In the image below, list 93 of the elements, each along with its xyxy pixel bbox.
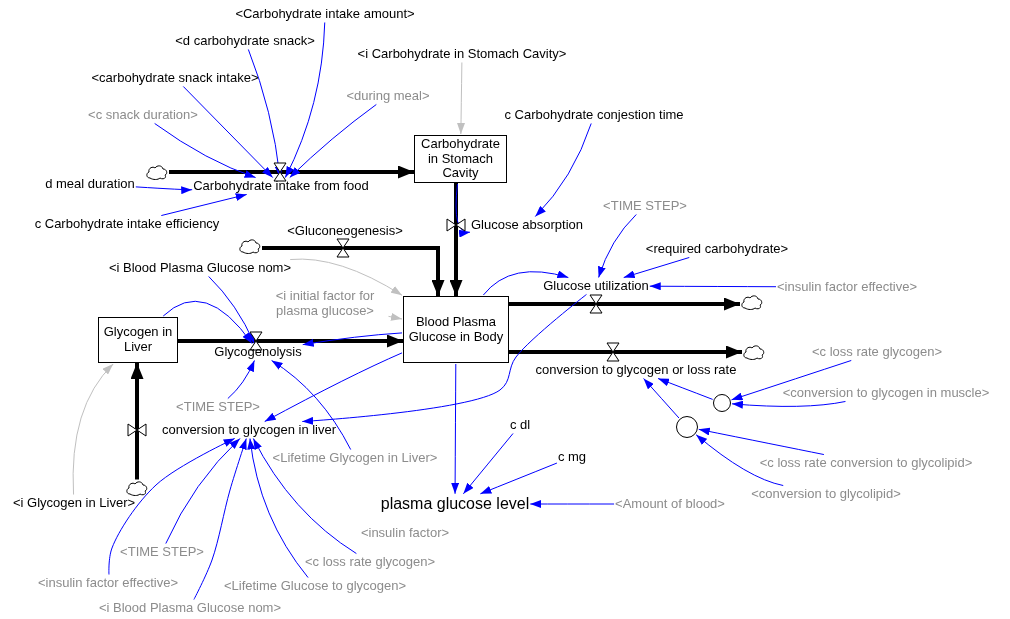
link-arrow	[252, 437, 357, 555]
shadow-variable-label: <Lifetime Glucose to glycogen>	[223, 578, 407, 594]
flow-pipe	[509, 297, 740, 311]
flow-pipe	[178, 334, 403, 348]
variable-label: Glucose absorption	[471, 217, 583, 233]
stock-box: Blood Plasma Glucose in Body	[403, 296, 509, 363]
shadow-variable-label: <conversion to glycolipid>	[751, 486, 901, 502]
cloud-icon	[125, 479, 149, 497]
variable-label: Glycogenolysis	[214, 344, 302, 360]
link-arrow	[388, 312, 403, 321]
link-arrow	[160, 193, 248, 217]
link-arrow	[482, 270, 569, 296]
link-arrow	[649, 282, 777, 291]
shadow-variable-label: <Amount of blood>	[615, 496, 725, 512]
variable-label: <Gluconeogenesis>	[287, 223, 403, 239]
flow-pipe	[509, 345, 742, 359]
link-arrow	[264, 352, 403, 423]
link-arrow	[598, 213, 637, 279]
link-arrow	[457, 61, 465, 135]
link-arrow	[193, 437, 247, 601]
shadow-variable-label: <TIME STEP>	[120, 544, 204, 560]
stock-box: Glycogen in Liver	[98, 317, 178, 363]
link-arrow	[731, 400, 846, 409]
link-arrow	[271, 359, 352, 451]
link-arrow	[247, 437, 309, 579]
shadow-variable-label: <c snack duration>	[88, 107, 198, 123]
link-arrow	[731, 359, 852, 401]
cloud-icon	[145, 163, 169, 181]
auxiliary-circle	[713, 394, 731, 412]
variable-label: <i Blood Plasma Glucose nom>	[108, 260, 292, 276]
link-arrow	[289, 103, 377, 179]
variable-label: <d carbohydrate snack>	[175, 33, 315, 49]
link-arrow	[208, 275, 255, 345]
link-arrow	[698, 427, 825, 456]
link-arrow	[301, 293, 587, 425]
link-arrow	[643, 377, 680, 419]
variable-label: c dl	[509, 417, 531, 433]
cloud-icon	[238, 237, 262, 255]
link-arrow	[289, 258, 403, 296]
link-arrow	[451, 363, 460, 495]
link-arrow	[154, 122, 257, 179]
shadow-variable-label: <c loss rate glycogen>	[811, 344, 943, 360]
shadow-variable-label: <during meal>	[346, 88, 430, 104]
link-arrow	[108, 437, 236, 576]
flow-pipe	[262, 246, 445, 296]
variable-label: d meal duration	[45, 176, 135, 192]
link-arrow	[302, 332, 403, 347]
shadow-variable-label: <i Blood Plasma Glucose nom>	[98, 600, 282, 616]
shadow-variable-label: <TIME STEP>	[176, 399, 260, 415]
shadow-variable-label: <insulin factor>	[360, 525, 450, 541]
link-arrow	[227, 359, 255, 400]
shadow-variable-label: <conversion to glycogen in muscle>	[782, 385, 990, 401]
link-arrow	[72, 363, 114, 496]
link-arrow	[623, 256, 690, 279]
shadow-variable-label: <c loss rate glycogen>	[304, 554, 436, 570]
link-arrow	[462, 432, 514, 495]
auxiliary-circle	[676, 416, 698, 438]
shadow-variable-label: <i initial factor for plasma glucose>	[262, 289, 388, 319]
link-arrow	[135, 185, 193, 194]
link-arrow	[657, 377, 714, 400]
shadow-variable-label: <Lifetime Glycogen in Liver>	[272, 450, 438, 466]
variable-label: <required carbohydrate>	[645, 241, 789, 257]
variable-label: <i Glycogen in Liver>	[12, 495, 136, 511]
link-arrow	[284, 21, 326, 179]
shadow-variable-label: <TIME STEP>	[603, 198, 687, 214]
shadow-variable-label: <insulin factor effective>	[777, 279, 917, 295]
variable-label: conversion to glycogen or loss rate	[535, 362, 737, 378]
variable-label: c Carbohydrate intake efficiency	[34, 216, 220, 232]
variable-label: c mg	[557, 449, 587, 465]
variable-label: <carbohydrate snack intake>	[91, 70, 259, 86]
variable-label: c Carbohydrate conjestion time	[504, 107, 684, 123]
variable-label: Glucose utilization	[543, 278, 649, 294]
variable-label: <Carbohydrate intake amount>	[235, 6, 415, 22]
cloud-icon	[742, 343, 766, 361]
variable-label: <i Carbohydrate in Stomach Cavity>	[357, 46, 567, 62]
shadow-variable-label: <c loss rate conversion to glycolipid>	[759, 455, 973, 471]
variable-label: plasma glucose level	[380, 494, 530, 514]
flow-pipe	[449, 183, 463, 296]
stock-box: Carbohydrate in Stomach Cavity	[414, 135, 507, 183]
variable-label: Carbohydrate intake from food	[193, 178, 369, 194]
link-arrow	[534, 122, 592, 218]
flow-pipe	[169, 165, 414, 179]
link-arrow	[695, 434, 784, 487]
cloud-icon	[740, 293, 764, 311]
shadow-variable-label: <insulin factor effective>	[38, 575, 178, 591]
link-arrow	[529, 500, 615, 508]
variable-label: conversion to glycogen in liver	[161, 422, 337, 438]
flow-pipe	[130, 363, 144, 480]
link-arrow	[162, 300, 253, 345]
link-arrow	[455, 183, 471, 237]
link-arrow	[182, 85, 274, 179]
link-arrow	[165, 437, 241, 545]
link-arrow	[479, 462, 558, 495]
